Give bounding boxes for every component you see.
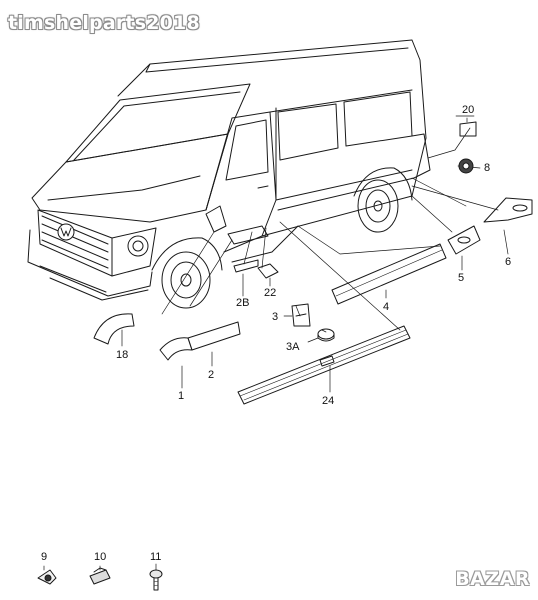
callout-11: 11 — [150, 551, 161, 563]
callout-9: 9 — [41, 551, 47, 563]
callout-20: 20 — [462, 104, 474, 116]
callout-1: 1 — [178, 390, 184, 402]
part-22 — [257, 263, 279, 279]
part-4 — [331, 243, 447, 305]
watermark-text: timshelparts2018 — [8, 12, 200, 34]
callout-3A: 3A — [286, 341, 300, 353]
part-24 — [237, 325, 411, 405]
part-3 — [291, 303, 311, 327]
callout-labels: 20 8 6 5 4 22 2B 3 3A 24 2 1 18 9 10 11 — [41, 104, 511, 563]
callout-6: 6 — [505, 256, 511, 268]
callout-22: 22 — [264, 287, 276, 299]
brand-logo: BAZAR — [455, 568, 530, 590]
part-11 — [149, 563, 163, 591]
part-20 — [455, 115, 477, 137]
callout-10: 10 — [94, 551, 106, 563]
callout-2B: 2B — [236, 297, 249, 309]
callout-8: 8 — [484, 162, 490, 174]
van-illustration — [27, 39, 431, 309]
callout-3: 3 — [272, 311, 278, 323]
part-3A — [317, 328, 335, 342]
leader-lines — [161, 127, 499, 333]
part-8 — [458, 158, 474, 174]
part-10 — [89, 565, 111, 585]
part-9 — [37, 565, 57, 585]
callout-24: 24 — [322, 395, 334, 407]
callout-4: 4 — [383, 301, 389, 313]
callout-ticks — [121, 117, 509, 393]
part-2B — [233, 259, 259, 273]
part-6 — [483, 197, 533, 223]
callout-5: 5 — [458, 272, 464, 284]
callout-2: 2 — [208, 369, 214, 381]
part-1 — [159, 337, 193, 361]
part-5 — [447, 225, 481, 255]
part-2 — [187, 321, 241, 351]
part-18 — [93, 313, 135, 345]
callout-18: 18 — [116, 349, 128, 361]
